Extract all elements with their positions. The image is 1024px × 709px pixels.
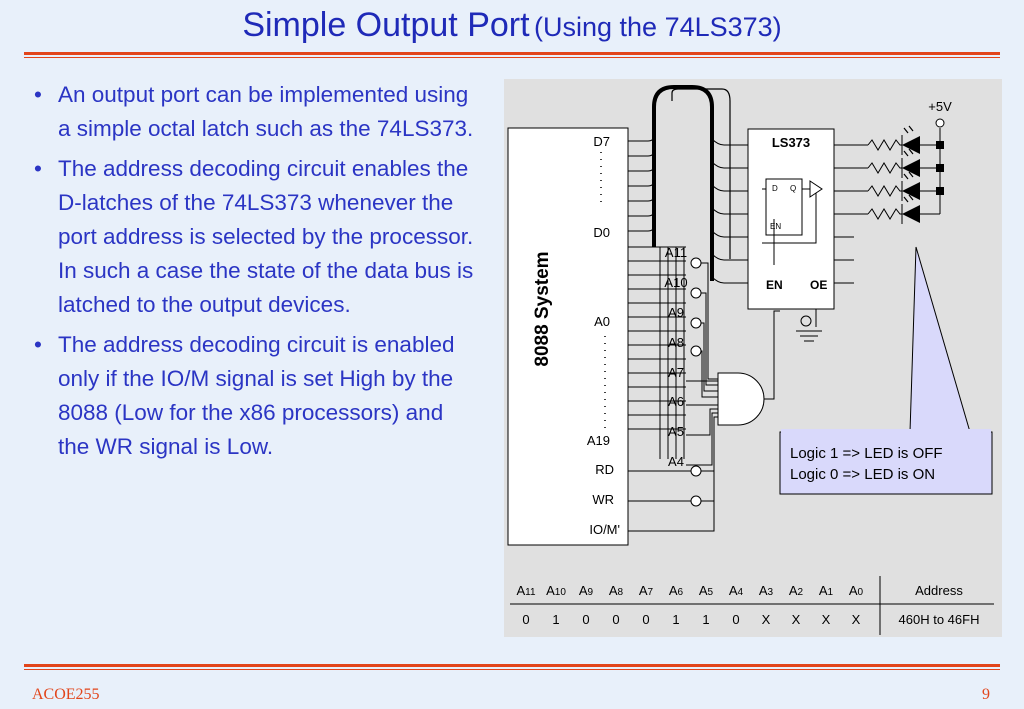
value-a1: X	[822, 612, 831, 627]
value-a5: 1	[702, 612, 709, 627]
value-a3: X	[762, 612, 771, 627]
bullet-list: An output port can be implemented using …	[28, 78, 478, 470]
addr-label-a6: A6	[668, 394, 684, 409]
chip-en-label: EN	[766, 278, 783, 292]
inverter-bubbles	[690, 257, 702, 507]
slide-title: Simple Output Port (Using the 74LS373)	[0, 6, 1024, 45]
address-table: A11 A10 A9 A8 A7 A6 A5 A4 A3 A2 A1 A0 Ad…	[510, 576, 994, 635]
header-a0: A0	[849, 583, 864, 598]
data-bus-stubs	[628, 134, 655, 232]
chip-oe-label: OE	[810, 278, 827, 292]
header-a4: A4	[729, 583, 744, 598]
bullet-item: An output port can be implemented using …	[28, 78, 478, 146]
circuit-diagram: 8088 System D7 D0 A0 A19 RD WR IO/M'	[507, 85, 994, 635]
header-a10: A10	[546, 583, 566, 598]
leds	[901, 135, 920, 224]
callout-pointer	[909, 246, 971, 433]
chip-input-stubs	[711, 138, 748, 284]
callout-line-1: Logic 1 => LED is OFF	[790, 445, 943, 462]
pin-label-wr: WR	[592, 492, 614, 507]
pin-label-d7: D7	[593, 134, 610, 149]
value-address: 460H to 46FH	[899, 612, 980, 627]
pin-label-iom: IO/M'	[589, 522, 620, 537]
value-a7: 0	[642, 612, 649, 627]
value-a4: 0	[732, 612, 739, 627]
header-a3: A3	[759, 583, 774, 598]
chip-label: LS373	[772, 135, 810, 150]
callout-line-2: Logic 0 => LED is ON	[790, 466, 935, 483]
circuit-diagram-panel: 8088 System D7 D0 A0 A19 RD WR IO/M'	[504, 79, 1002, 637]
value-a10: 1	[552, 612, 559, 627]
pin-label-a19: A19	[587, 433, 610, 448]
footer-page-number: 9	[982, 686, 990, 703]
latch-d-label: D	[772, 184, 778, 193]
value-a0: X	[852, 612, 861, 627]
ground-symbol	[796, 309, 822, 342]
chip-output-wires	[834, 144, 868, 284]
cpu-box	[507, 127, 629, 546]
latch-q-label: Q	[790, 184, 796, 193]
header-a5: A5	[699, 583, 714, 598]
chip-internal-wires	[762, 188, 817, 265]
value-a11: 0	[522, 612, 529, 627]
addr-label-a10: A10	[664, 275, 687, 290]
bullet-item: The address decoding circuit enables the…	[28, 152, 478, 322]
callout-box	[779, 431, 993, 495]
header-a1: A1	[819, 583, 834, 598]
title-divider	[24, 52, 1000, 58]
supply-nodes	[936, 141, 944, 195]
addr-label-a4: A4	[668, 454, 684, 469]
gate-input-wires	[628, 262, 718, 532]
resistors	[867, 139, 902, 220]
header-a9: A9	[579, 583, 594, 598]
and-gate	[717, 372, 765, 426]
header-a8: A8	[609, 583, 624, 598]
value-a8: 0	[612, 612, 619, 627]
header-address: Address	[915, 583, 963, 598]
title-main: Simple Output Port	[242, 6, 530, 44]
data-bus	[652, 85, 714, 281]
addr-label-a8: A8	[668, 335, 684, 350]
bullet-item: The address decoding circuit is enabled …	[28, 328, 478, 464]
pin-label-rd: RD	[595, 462, 614, 477]
address-bus-verticals	[659, 247, 685, 459]
led-light-arrows	[903, 125, 914, 203]
header-a7: A7	[639, 583, 654, 598]
header-a2: A2	[789, 583, 804, 598]
value-a6: 1	[672, 612, 679, 627]
footer-course: ACOE255	[32, 686, 100, 703]
supply-label: +5V	[928, 99, 952, 114]
value-a2: X	[792, 612, 801, 627]
title-subtitle: (Using the 74LS373)	[534, 12, 782, 42]
footer-divider	[24, 664, 1000, 670]
address-table-header: A11 A10 A9 A8 A7 A6 A5 A4 A3 A2 A1 A0 Ad…	[516, 583, 963, 598]
header-a6: A6	[669, 583, 684, 598]
latch-en-label: EN	[770, 222, 781, 231]
addr-label-a5: A5	[668, 424, 684, 439]
latch-block	[765, 178, 803, 236]
header-a11: A11	[516, 583, 535, 598]
cpu-label: 8088 System	[532, 251, 553, 366]
callout-join	[781, 429, 991, 435]
bus-outline-wire	[671, 88, 731, 259]
addr-label-a11: A11	[665, 245, 687, 260]
pin-label-d0: D0	[593, 225, 610, 240]
gate-to-en-wire	[764, 310, 780, 400]
addr-label-a9: A9	[668, 305, 684, 320]
value-a9: 0	[582, 612, 589, 627]
address-table-row: 0 1 0 0 0 1 1 0 X X X X 460H to 46FH	[522, 612, 979, 627]
addr-label-a7: A7	[668, 365, 684, 380]
pin-label-a0: A0	[594, 314, 610, 329]
